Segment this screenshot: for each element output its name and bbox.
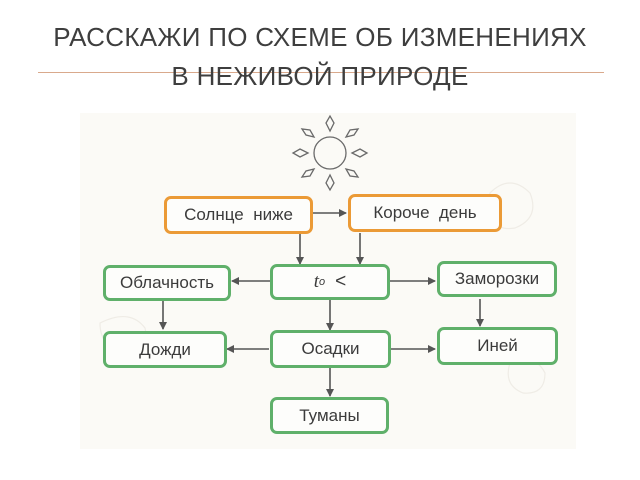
node-precipitation-label: Осадки <box>301 339 360 358</box>
sun-icon <box>291 114 369 192</box>
temperature-symbol: t <box>313 271 320 292</box>
node-shorter-day: Короче день <box>348 194 502 232</box>
node-frosts: Заморозки <box>437 261 557 297</box>
node-rains-label: Дожди <box>139 339 191 359</box>
node-hoarfrost-label: Иней <box>477 336 518 355</box>
node-rains: Дожди <box>103 331 227 368</box>
node-sun-lower-label: Солнце ниже <box>184 205 293 224</box>
node-shorter-day-label: Короче день <box>373 203 477 222</box>
temperature-degree: о <box>319 276 326 288</box>
node-cloudiness-label: Облачность <box>119 273 215 292</box>
temperature-sign: < <box>335 271 347 292</box>
node-fogs: Туманы <box>270 397 389 434</box>
node-hoarfrost: Иней <box>437 327 558 365</box>
node-cloudiness: Облачность <box>103 265 231 301</box>
node-fogs-label: Туманы <box>299 405 360 425</box>
slide-title-line-2: В НЕЖИВОЙ ПРИРОДЕ <box>171 61 469 91</box>
slide-title-line-1: РАССКАЖИ ПО СХЕМЕ ОБ ИЗМЕНЕНИЯХ <box>53 22 587 52</box>
node-sun-lower: Солнце ниже <box>164 196 313 234</box>
diagram-arrows <box>99 114 546 397</box>
title-divider <box>38 72 604 73</box>
node-frosts-label: Заморозки <box>454 269 540 288</box>
node-precipitation: Осадки <box>270 330 391 368</box>
